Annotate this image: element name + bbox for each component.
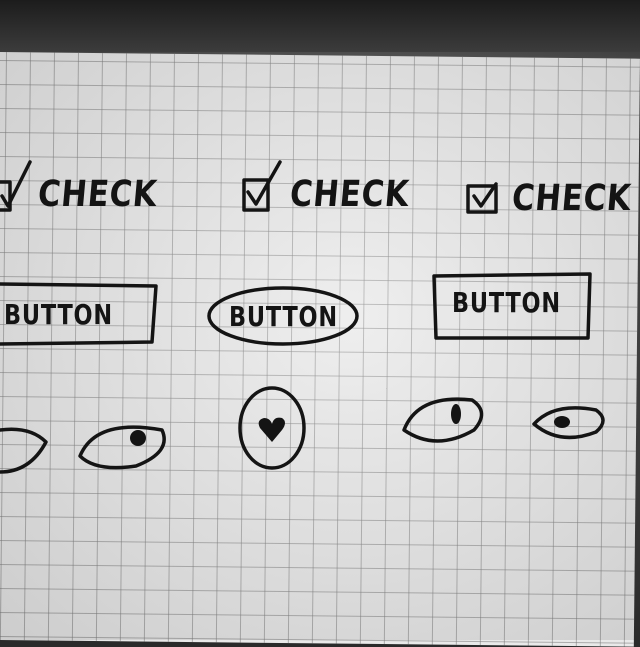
- checkbox-label: CHECK: [36, 174, 160, 215]
- checkbox-label: CHECK: [510, 178, 634, 219]
- checkbox-sketch-1[interactable]: CHECK: [0, 160, 170, 230]
- checkbox-checked-icon: [242, 160, 282, 212]
- eye-sketch-4: [530, 400, 610, 450]
- checkbox-label: CHECK: [288, 174, 412, 215]
- heart-sketch: [236, 384, 310, 478]
- button-outline: [0, 282, 158, 346]
- checkbox-sketch-2[interactable]: CHECK: [240, 158, 420, 228]
- button-sketch-2[interactable]: BUTTON: [205, 282, 365, 350]
- checkbox-checked-icon: [0, 160, 32, 212]
- button-outline: [207, 286, 359, 346]
- button-outline: [432, 272, 592, 340]
- button-label: BUTTON: [452, 286, 561, 319]
- button-sketch-1[interactable]: BUTTON: [0, 280, 165, 352]
- eye-sketch-1: [0, 420, 52, 480]
- heart-icon: [238, 386, 306, 470]
- eye-sketch-2: [76, 412, 172, 476]
- button-sketch-3[interactable]: BUTTON: [430, 270, 600, 350]
- button-label: BUTTON: [229, 300, 338, 333]
- eye-sketch-3: [396, 390, 492, 450]
- checkbox-sketch-3[interactable]: CHECK: [466, 166, 636, 226]
- eye-icon: [402, 397, 484, 443]
- eye-icon: [0, 427, 48, 474]
- checkbox-checked-icon: [466, 182, 498, 214]
- button-label: BUTTON: [4, 298, 113, 331]
- eye-icon: [78, 425, 166, 470]
- eye-icon: [532, 406, 605, 440]
